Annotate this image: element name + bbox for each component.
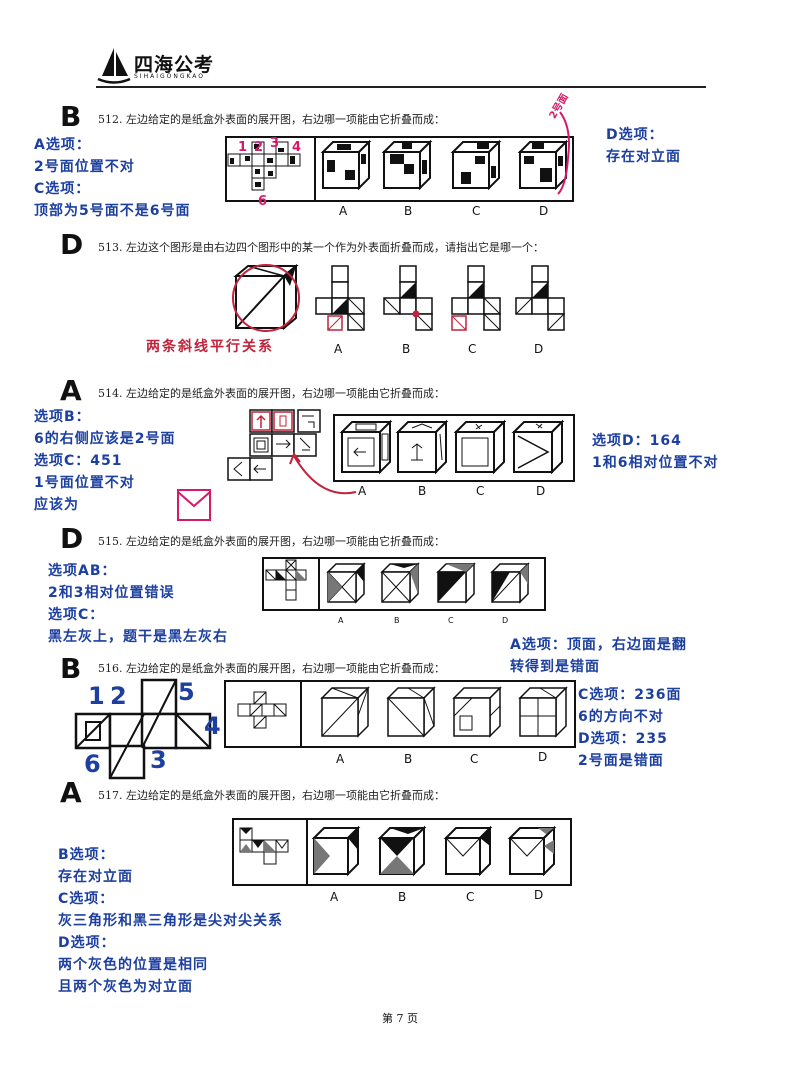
header-divider — [96, 86, 706, 88]
net-option-c — [451, 265, 501, 331]
cube-option-c — [453, 419, 507, 475]
option-label-d: D — [536, 484, 546, 498]
cube-option-c — [436, 562, 476, 604]
question-text: 514. 左边给定的是纸盒外表面的展开图，右边哪一项能由它折叠而成： — [98, 387, 445, 400]
net-diagram-large — [74, 678, 212, 780]
annotation-left: 选项AB： 2和3相对位置错误 选项C： 黑左灰上，题干是黑左灰右 — [48, 563, 228, 645]
annotation-red: 两条斜线平行关系 — [146, 339, 274, 355]
option-label-c: C — [470, 752, 479, 766]
question-text: 512. 左边给定的是纸盒外表面的展开图，右边哪一项能由它折叠而成： — [98, 113, 445, 126]
answer-letter: A — [60, 374, 82, 407]
annotation-right: C选项：236面 6的方向不对 D选项：235 2号面是错面 — [578, 687, 682, 769]
option-label-a: A — [358, 484, 367, 498]
option-label-c: C — [468, 342, 477, 356]
cube-option-a — [311, 825, 361, 877]
answer-letter: B — [60, 652, 82, 685]
option-label-b: B — [402, 342, 411, 356]
cube-reference — [232, 263, 300, 332]
annotation-right: D选项： 存在对立面 — [606, 127, 681, 165]
red-arrow-curve — [289, 451, 357, 495]
net-diagram — [265, 559, 307, 601]
answer-letter: B — [60, 100, 82, 133]
handwritten-2: 2 — [110, 682, 127, 710]
cube-option-d — [511, 419, 565, 475]
net-diagram-small — [237, 691, 287, 729]
question-text: 517. 左边给定的是纸盒外表面的展开图，右边哪一项能由它折叠而成： — [98, 789, 445, 802]
answer-letter: D — [60, 228, 84, 261]
cube-option-d — [507, 825, 557, 877]
option-label-d: D — [534, 342, 544, 356]
handwritten-3: 3 — [270, 136, 280, 151]
cube-option-c — [452, 686, 502, 738]
option-label-a: A — [330, 890, 339, 904]
brand-logo-icon — [97, 48, 131, 84]
envelope-sketch — [177, 489, 211, 521]
handwritten-2: 2 — [254, 140, 264, 155]
cube-option-c — [450, 139, 502, 191]
option-label-b: B — [394, 616, 400, 625]
option-label-d: D — [502, 616, 509, 625]
net-option-b — [383, 265, 433, 331]
option-label-b: B — [398, 890, 407, 904]
annotation-left: 选项B： 6的右侧应该是2号面 选项C：451 1号面位置不对 应该为 — [34, 409, 176, 513]
option-label-a: A — [336, 752, 345, 766]
option-label-d: D — [538, 750, 548, 764]
handwritten-6: 6 — [84, 750, 101, 778]
net-diagram — [227, 409, 321, 481]
handwritten-4: 4 — [292, 140, 302, 155]
cube-option-c — [443, 825, 493, 877]
option-label-b: B — [404, 752, 413, 766]
handwritten-6: 6 — [258, 194, 268, 209]
cube-option-d — [517, 139, 569, 191]
question-text: 516. 左边给定的是纸盒外表面的展开图，右边哪一项能由它折叠而成： — [98, 662, 445, 675]
option-label-c: C — [476, 484, 485, 498]
annotation-left: B选项： 存在对立面 C选项： 灰三角形和黑三角形是尖对尖关系 D选项： 两个灰… — [58, 847, 283, 995]
handwritten-3: 3 — [150, 746, 167, 774]
handwritten-5: 5 — [178, 678, 195, 706]
option-label-a: A — [338, 616, 344, 625]
cube-option-d — [490, 562, 530, 604]
figure-divider — [300, 680, 302, 748]
question-text: 515. 左边给定的是纸盒外表面的展开图，右边哪一项能由它折叠而成： — [98, 535, 445, 548]
figure-divider — [306, 818, 308, 886]
option-label-d: D — [539, 204, 549, 218]
answer-letter: D — [60, 522, 84, 555]
brand-name: 四海公考 — [134, 54, 215, 76]
answer-letter: A — [60, 776, 82, 809]
handwritten-4: 4 — [204, 712, 221, 740]
annotation-right: 选项D：164 1和6相对位置不对 — [592, 433, 719, 471]
page-number: 第 7 页 — [382, 1012, 418, 1025]
red-circle-mark — [557, 111, 570, 195]
brand-subtitle: SIHAIGONGKAO — [134, 73, 206, 80]
figure-divider — [314, 136, 316, 202]
option-label-c: C — [472, 204, 481, 218]
net-option-d — [515, 265, 565, 331]
cube-option-d — [518, 686, 568, 738]
option-label-a: A — [334, 342, 343, 356]
option-label-b: B — [418, 484, 427, 498]
option-label-d: D — [534, 888, 544, 902]
annotation-right: A选项：顶面，右边面是翻 转得到是错面 — [510, 637, 687, 675]
cube-option-b — [377, 825, 427, 877]
cube-option-a — [320, 686, 370, 738]
net-diagram — [227, 141, 301, 191]
cube-option-b — [386, 686, 436, 738]
cube-option-a — [339, 419, 393, 475]
cube-option-b — [381, 139, 433, 191]
annotation-left: A选项： 2号面位置不对 C选项： 顶部为5号面不是6号面 — [34, 137, 191, 219]
cube-option-b — [395, 419, 449, 475]
option-label-b: B — [404, 204, 413, 218]
question-text: 513. 左边这个图形是由右边四个图形中的某一个作为外表面折叠而成，请指出它是哪… — [98, 241, 544, 254]
figure-divider — [318, 557, 320, 611]
cube-option-a — [326, 562, 366, 604]
option-label-c: C — [466, 890, 475, 904]
net-option-a — [315, 265, 365, 331]
net-diagram — [239, 827, 289, 865]
cube-option-a — [320, 139, 372, 191]
option-label-a: A — [339, 204, 348, 218]
cube-option-b — [380, 562, 420, 604]
handwritten-1: 1 — [238, 140, 248, 155]
option-label-c: C — [448, 616, 454, 625]
handwritten-1: 1 — [88, 682, 105, 710]
